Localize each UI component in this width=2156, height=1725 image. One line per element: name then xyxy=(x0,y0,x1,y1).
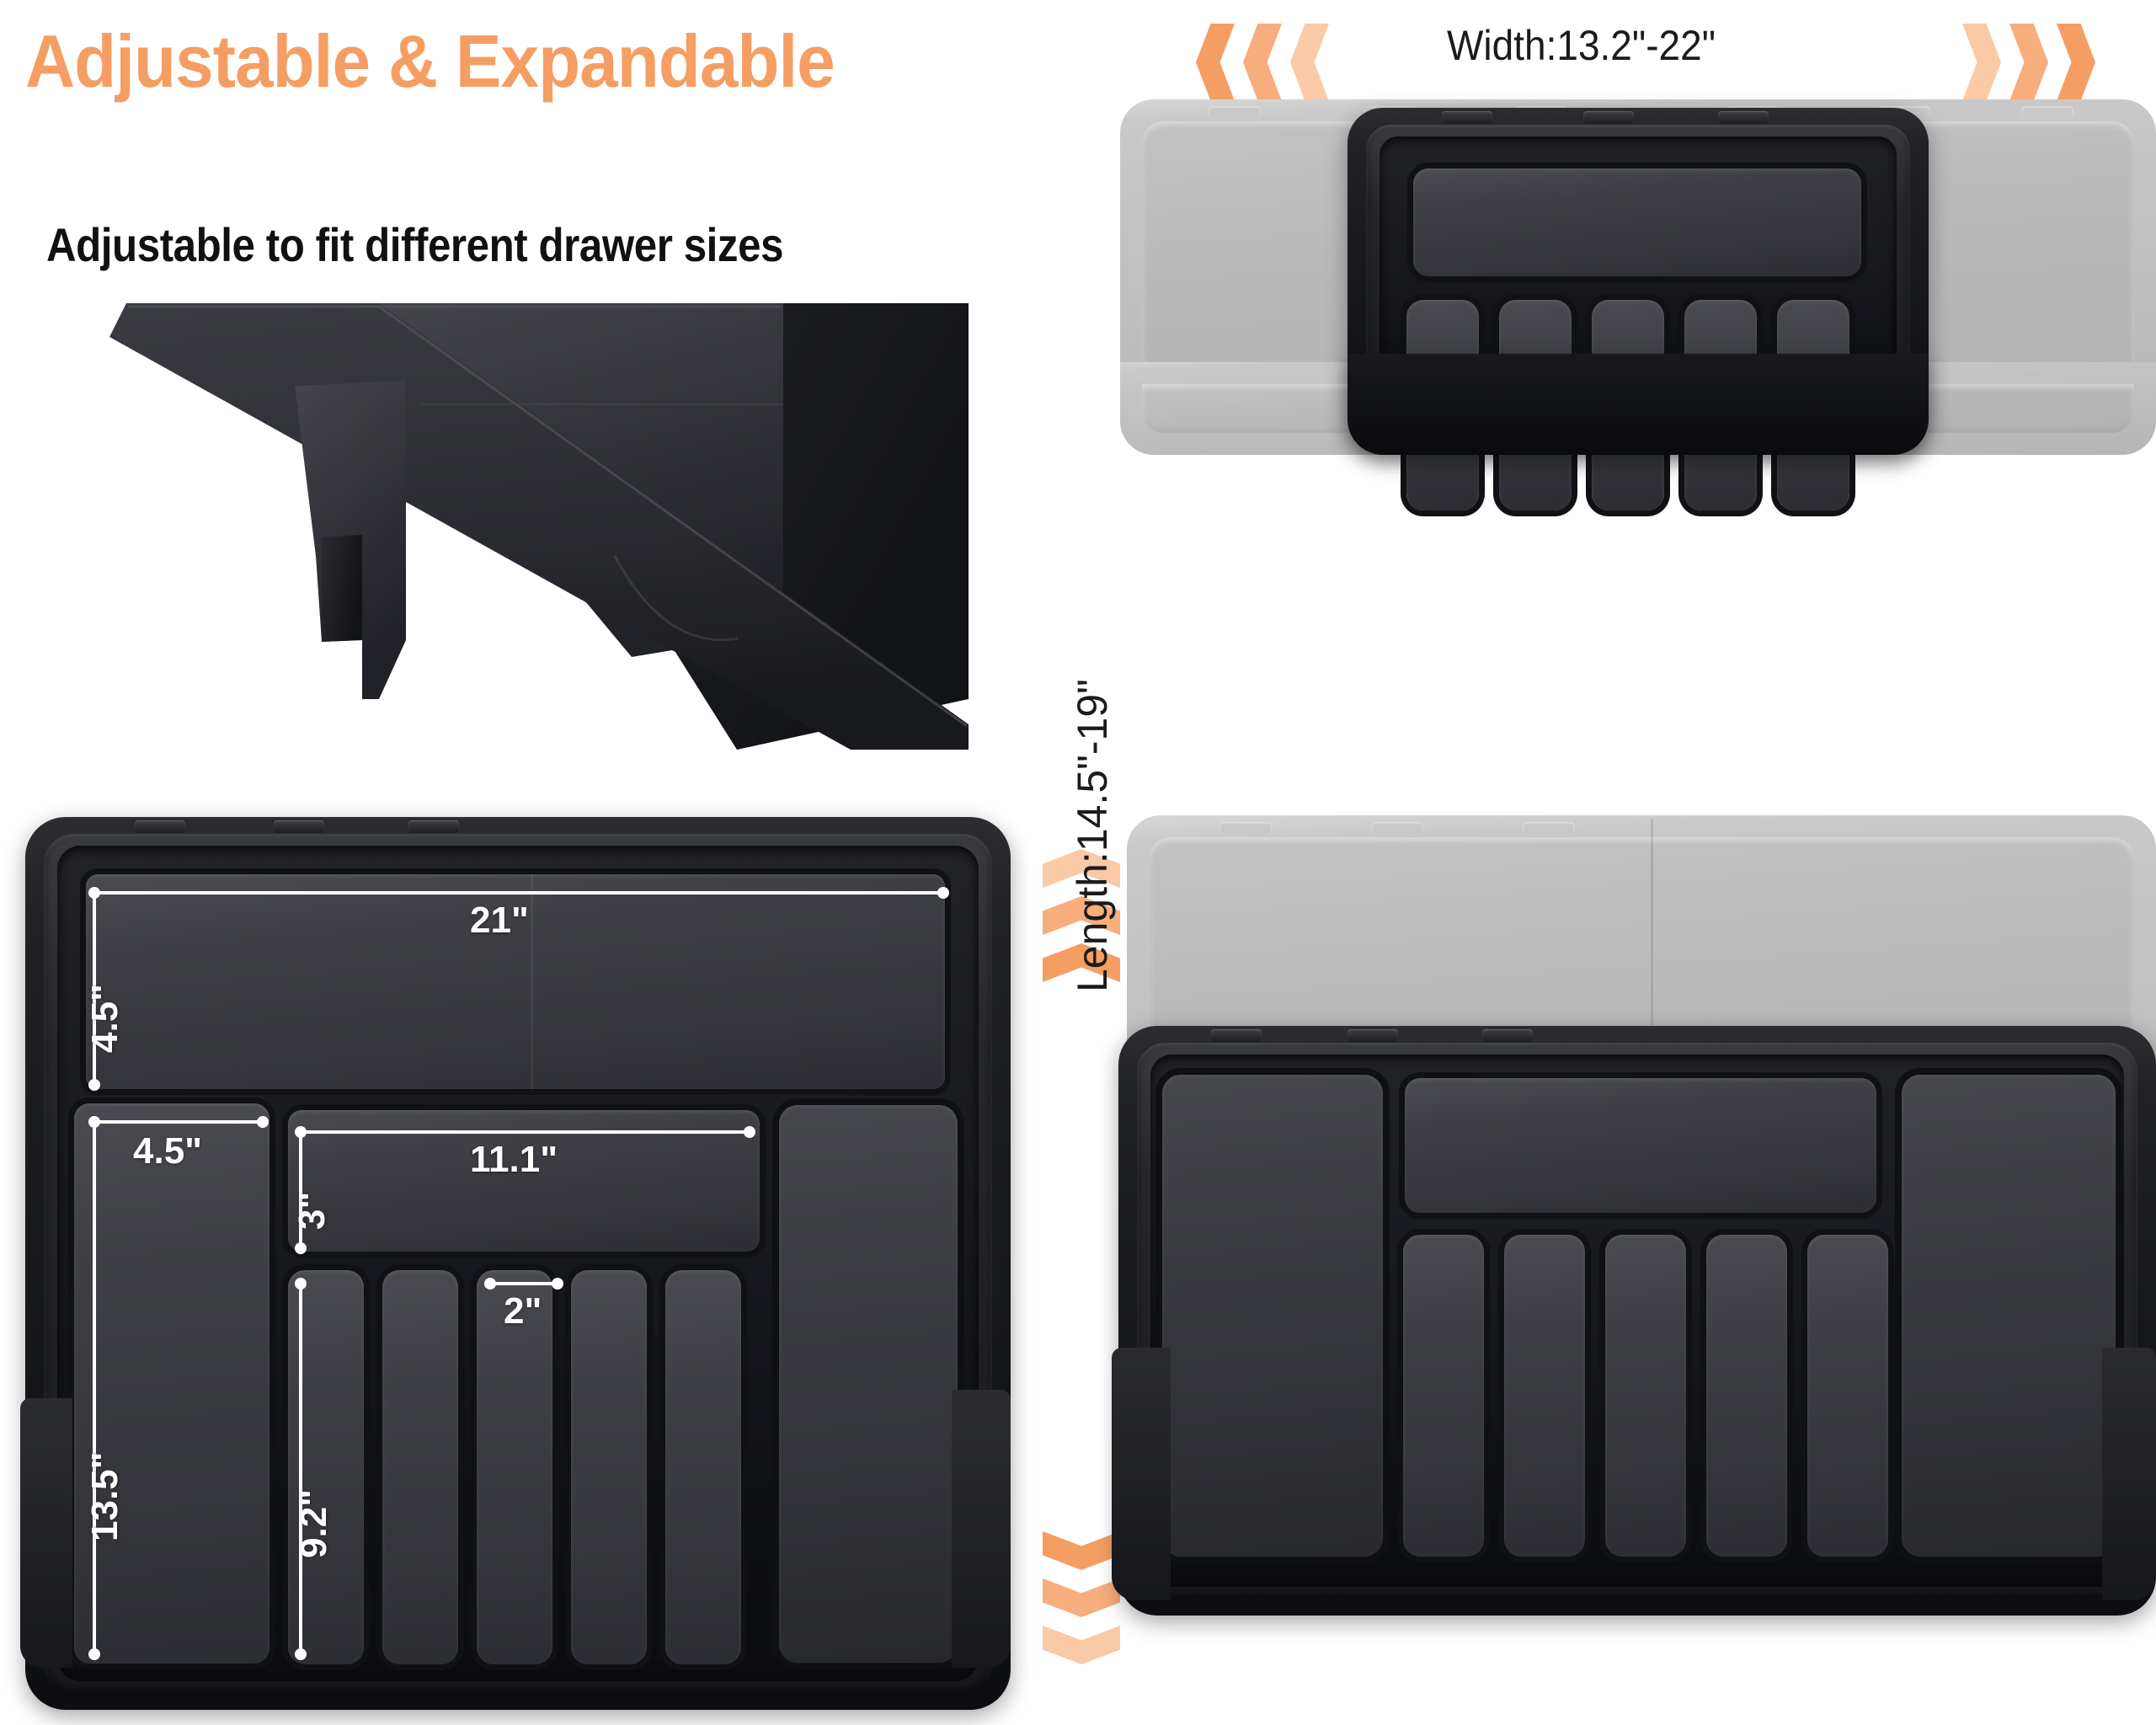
black-tray-front xyxy=(1118,1026,2156,1616)
dimlabel-2in: 2" xyxy=(504,1290,542,1332)
chevron-right-icon xyxy=(1962,24,2001,101)
dimline-9p2in xyxy=(299,1282,302,1654)
dimdot xyxy=(88,1648,100,1660)
dimlabel-4p5in-depth: 4.5" xyxy=(84,983,125,1053)
slide-rail-closeup xyxy=(25,303,969,750)
dimlabel-11p1in: 11.1" xyxy=(470,1139,558,1180)
dimdot xyxy=(744,1126,755,1138)
black-tray-lower-body xyxy=(1348,354,1929,455)
chevron-down-group xyxy=(1043,1531,1120,1664)
chevron-up-group xyxy=(1043,849,1120,982)
tray-left-foot xyxy=(20,1398,72,1668)
slot-compartment xyxy=(665,1270,741,1664)
slot-compartment xyxy=(382,1270,458,1664)
tray-seam xyxy=(531,874,533,1089)
chevron-right-group xyxy=(1962,24,2095,101)
chevron-left-icon xyxy=(1196,24,1235,101)
chevron-down-icon xyxy=(1043,1578,1120,1617)
dimdot xyxy=(295,1648,307,1660)
dimdot xyxy=(295,1278,307,1290)
dimension-diagram: 21" 4.5" 4.5" 13.5" 11.1" 3" 9.2" 2" xyxy=(8,809,1027,1718)
dimline-11p1in xyxy=(299,1130,750,1134)
ghost-tray-seam xyxy=(1651,819,1653,1063)
slot-compartment xyxy=(477,1270,552,1664)
dimlabel-13p5in: 13.5" xyxy=(84,1451,125,1542)
slot-compartment xyxy=(1403,1235,1484,1557)
chevron-right-icon xyxy=(2057,24,2095,101)
dimline-13p5in xyxy=(93,1122,96,1654)
width-label: Width:13.2"-22" xyxy=(1447,22,1716,69)
mid-compartment xyxy=(288,1110,760,1252)
slot-compartment xyxy=(1807,1235,1888,1557)
slide-rail-photo-svg xyxy=(109,303,969,750)
dimdot xyxy=(257,1116,269,1128)
top-long-compartment xyxy=(86,874,945,1089)
left-side-compartment xyxy=(74,1103,270,1664)
chevron-left-icon xyxy=(1290,24,1329,101)
right-side-panel xyxy=(779,1105,958,1663)
chevron-left-group xyxy=(1196,24,1329,101)
chevron-right-icon xyxy=(2009,24,2048,101)
dimdot xyxy=(484,1278,496,1290)
right-side-panel xyxy=(1902,1075,2116,1557)
tray-right-foot xyxy=(952,1390,1011,1668)
dimline-4p5in-h xyxy=(93,1120,263,1124)
slot-compartment xyxy=(1504,1235,1585,1557)
length-expansion-panel: Length:14.5"-19" xyxy=(1027,679,2156,1725)
slot-compartment xyxy=(1706,1235,1787,1557)
slot-compartment xyxy=(571,1270,647,1664)
slot-compartment xyxy=(1605,1235,1686,1557)
tray-right-foot xyxy=(2102,1348,2156,1600)
dimline-2in xyxy=(488,1282,558,1285)
chevron-left-icon xyxy=(1243,24,1282,101)
dimdot xyxy=(552,1278,563,1290)
chevron-down-icon xyxy=(1043,1626,1120,1664)
tray-left-foot xyxy=(1112,1348,1171,1600)
page-subtitle: Adjustable to fit different drawer sizes xyxy=(46,218,784,271)
dimlabel-9p2in: 9.2" xyxy=(293,1488,334,1558)
dimdot xyxy=(937,887,949,899)
dimdot xyxy=(295,1242,307,1254)
wide-compartment xyxy=(1405,1078,1876,1213)
dimlabel-4p5in-width: 4.5" xyxy=(133,1130,203,1172)
left-side-panel xyxy=(1162,1075,1383,1557)
dimline-4p5in-v xyxy=(93,893,96,1085)
wide-compartment xyxy=(1413,168,1861,276)
width-expansion-panel: Width:13.2"-22" xyxy=(1120,0,2156,783)
dimdot xyxy=(88,1079,100,1091)
dimline-3in xyxy=(299,1132,302,1248)
length-label: Length:14.5"-19" xyxy=(1069,679,1116,992)
dimline-21in xyxy=(93,891,943,895)
dimlabel-3in: 3" xyxy=(291,1191,333,1230)
page-title: Adjustable & Expandable xyxy=(25,19,835,103)
chevron-down-icon xyxy=(1043,1531,1120,1570)
dimlabel-21in: 21" xyxy=(470,900,529,941)
